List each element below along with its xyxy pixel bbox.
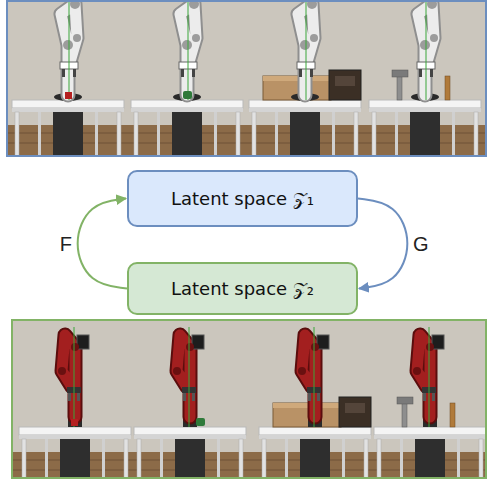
latent-space-box: Latent space 𝒵₁	[127, 170, 358, 227]
mapping-arrow	[78, 199, 127, 289]
node-label: Latent space 𝒵₁	[171, 188, 314, 210]
node-label: Latent space 𝒵₂	[171, 278, 314, 300]
mapping-arrow	[358, 199, 407, 289]
mapping-name: G	[413, 234, 429, 254]
mapping-name: F	[60, 234, 72, 254]
latent-space-box: Latent space 𝒵₂	[127, 262, 358, 315]
